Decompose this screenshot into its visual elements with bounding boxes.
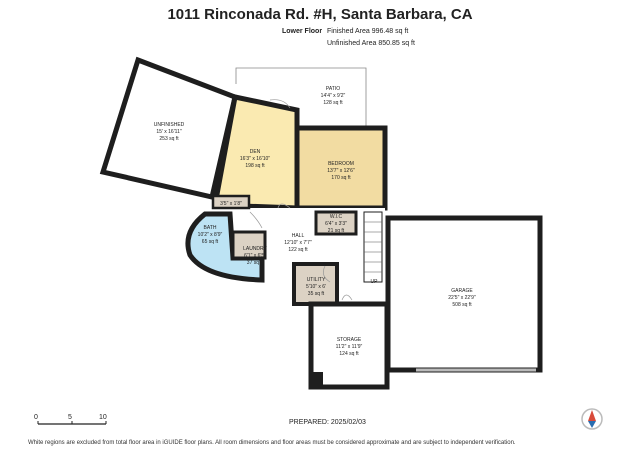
label-storage: STORAGE 11'2" x 11'9" 124 sq ft: [336, 337, 363, 357]
finished-area: Finished Area 996.48 sq ft: [327, 28, 409, 35]
plan-title: 1011 Rinconada Rd. #H, Santa Barbara, CA: [167, 6, 473, 23]
label-wic-dims: 6'4" x 3'3": [325, 221, 347, 227]
label-garage-dims: 22'5" x 22'9": [448, 295, 476, 301]
label-bedroom: BEDROOM 13'7" x 12'6" 170 sq ft: [327, 161, 355, 181]
bath-room: [185, 211, 265, 283]
door-swings: [249, 99, 353, 301]
label-garage-area: 508 sq ft: [452, 302, 472, 308]
garage-room: [385, 215, 543, 373]
label-den-dims: 16'3" x 16'10": [240, 156, 270, 162]
label-utility-dims: 5'10" x 6': [306, 284, 326, 290]
label-den-area: 198 sq ft: [245, 163, 265, 169]
label-wic-area: 21 sq ft: [328, 228, 345, 234]
label-laundry-area: 37 sq ft: [247, 260, 264, 266]
prepared-date: PREPARED: 2025/02/03: [289, 419, 366, 426]
label-unfinished-name: UNFINISHED: [154, 122, 185, 128]
stairs: [363, 211, 383, 283]
label-wic-name: W.I.C: [330, 214, 343, 220]
label-patio: PATIO 14'4" x 9'2" 128 sq ft: [321, 86, 346, 106]
wic-room: [314, 210, 358, 236]
label-storage-dims: 11'2" x 11'9": [336, 344, 363, 350]
label-bath-name: BATH: [204, 225, 217, 231]
label-laundry-name: LAUNDRY: [243, 246, 267, 252]
label-bedroom-name: BEDROOM: [328, 161, 354, 167]
label-patio-area: 128 sq ft: [323, 100, 343, 106]
bedroom-room: [294, 125, 388, 211]
label-hall-name: HALL: [292, 233, 305, 239]
label-unfinished: UNFINISHED 15' x 16'11" 253 sq ft: [154, 122, 185, 142]
label-unfinished-dims: 15' x 16'11": [156, 129, 182, 135]
label-garage-name: GARAGE: [451, 288, 473, 294]
label-hall-dims: 12'10" x 7'7": [284, 240, 312, 246]
storage-pillar: [311, 372, 323, 387]
laundry-room: [231, 230, 267, 260]
storage-room: [308, 301, 390, 390]
compass-icon: [581, 408, 603, 430]
unfinished-area: Unfinished Area 850.85 sq ft: [327, 40, 415, 47]
scale-tick-10: 10: [99, 414, 107, 421]
label-bath: BATH 10'2" x 8'9" 65 sq ft: [198, 225, 223, 245]
label-patio-name: PATIO: [326, 86, 340, 92]
label-utility-name: UTILITY: [307, 277, 326, 283]
closet-small: [211, 194, 251, 210]
label-den-name: DEN: [250, 149, 261, 155]
label-storage-name: STORAGE: [337, 337, 362, 343]
label-bath-dims: 10'2" x 8'9": [198, 232, 223, 238]
label-laundry-dims: 6'1" x 6'5": [244, 253, 266, 259]
label-utility: UTILITY 5'10" x 6' 35 sq ft: [306, 277, 326, 297]
label-wic: W.I.C 6'4" x 3'3" 21 sq ft: [325, 214, 347, 234]
label-closet-small-dims: 3'5" x 1'8": [220, 201, 242, 207]
label-unfinished-area: 253 sq ft: [159, 136, 179, 142]
label-storage-area: 124 sq ft: [339, 351, 359, 357]
label-bedroom-dims: 13'7" x 12'6": [327, 168, 355, 174]
label-bedroom-area: 170 sq ft: [331, 175, 351, 181]
label-patio-dims: 14'4" x 9'2": [321, 93, 346, 99]
label-hall: HALL 12'10" x 7'7" 122 sq ft: [284, 233, 312, 253]
label-hall-area: 122 sq ft: [288, 247, 308, 253]
label-utility-area: 35 sq ft: [308, 291, 325, 297]
label-up: UP: [371, 279, 379, 285]
scale-tick-5: 5: [68, 414, 72, 421]
disclaimer-footer: White regions are excluded from total fl…: [28, 440, 516, 446]
label-laundry: LAUNDRY 6'1" x 6'5" 37 sq ft: [243, 246, 267, 266]
label-den: DEN 16'3" x 16'10" 198 sq ft: [240, 149, 270, 169]
floor-label: Lower Floor: [282, 28, 323, 35]
patio-outline: [235, 67, 367, 128]
scale-bar: 0 5 10: [34, 414, 107, 425]
label-garage: GARAGE 22'5" x 22'9" 508 sq ft: [448, 288, 476, 308]
label-bath-area: 65 sq ft: [202, 239, 219, 245]
scale-tick-0: 0: [34, 414, 38, 421]
